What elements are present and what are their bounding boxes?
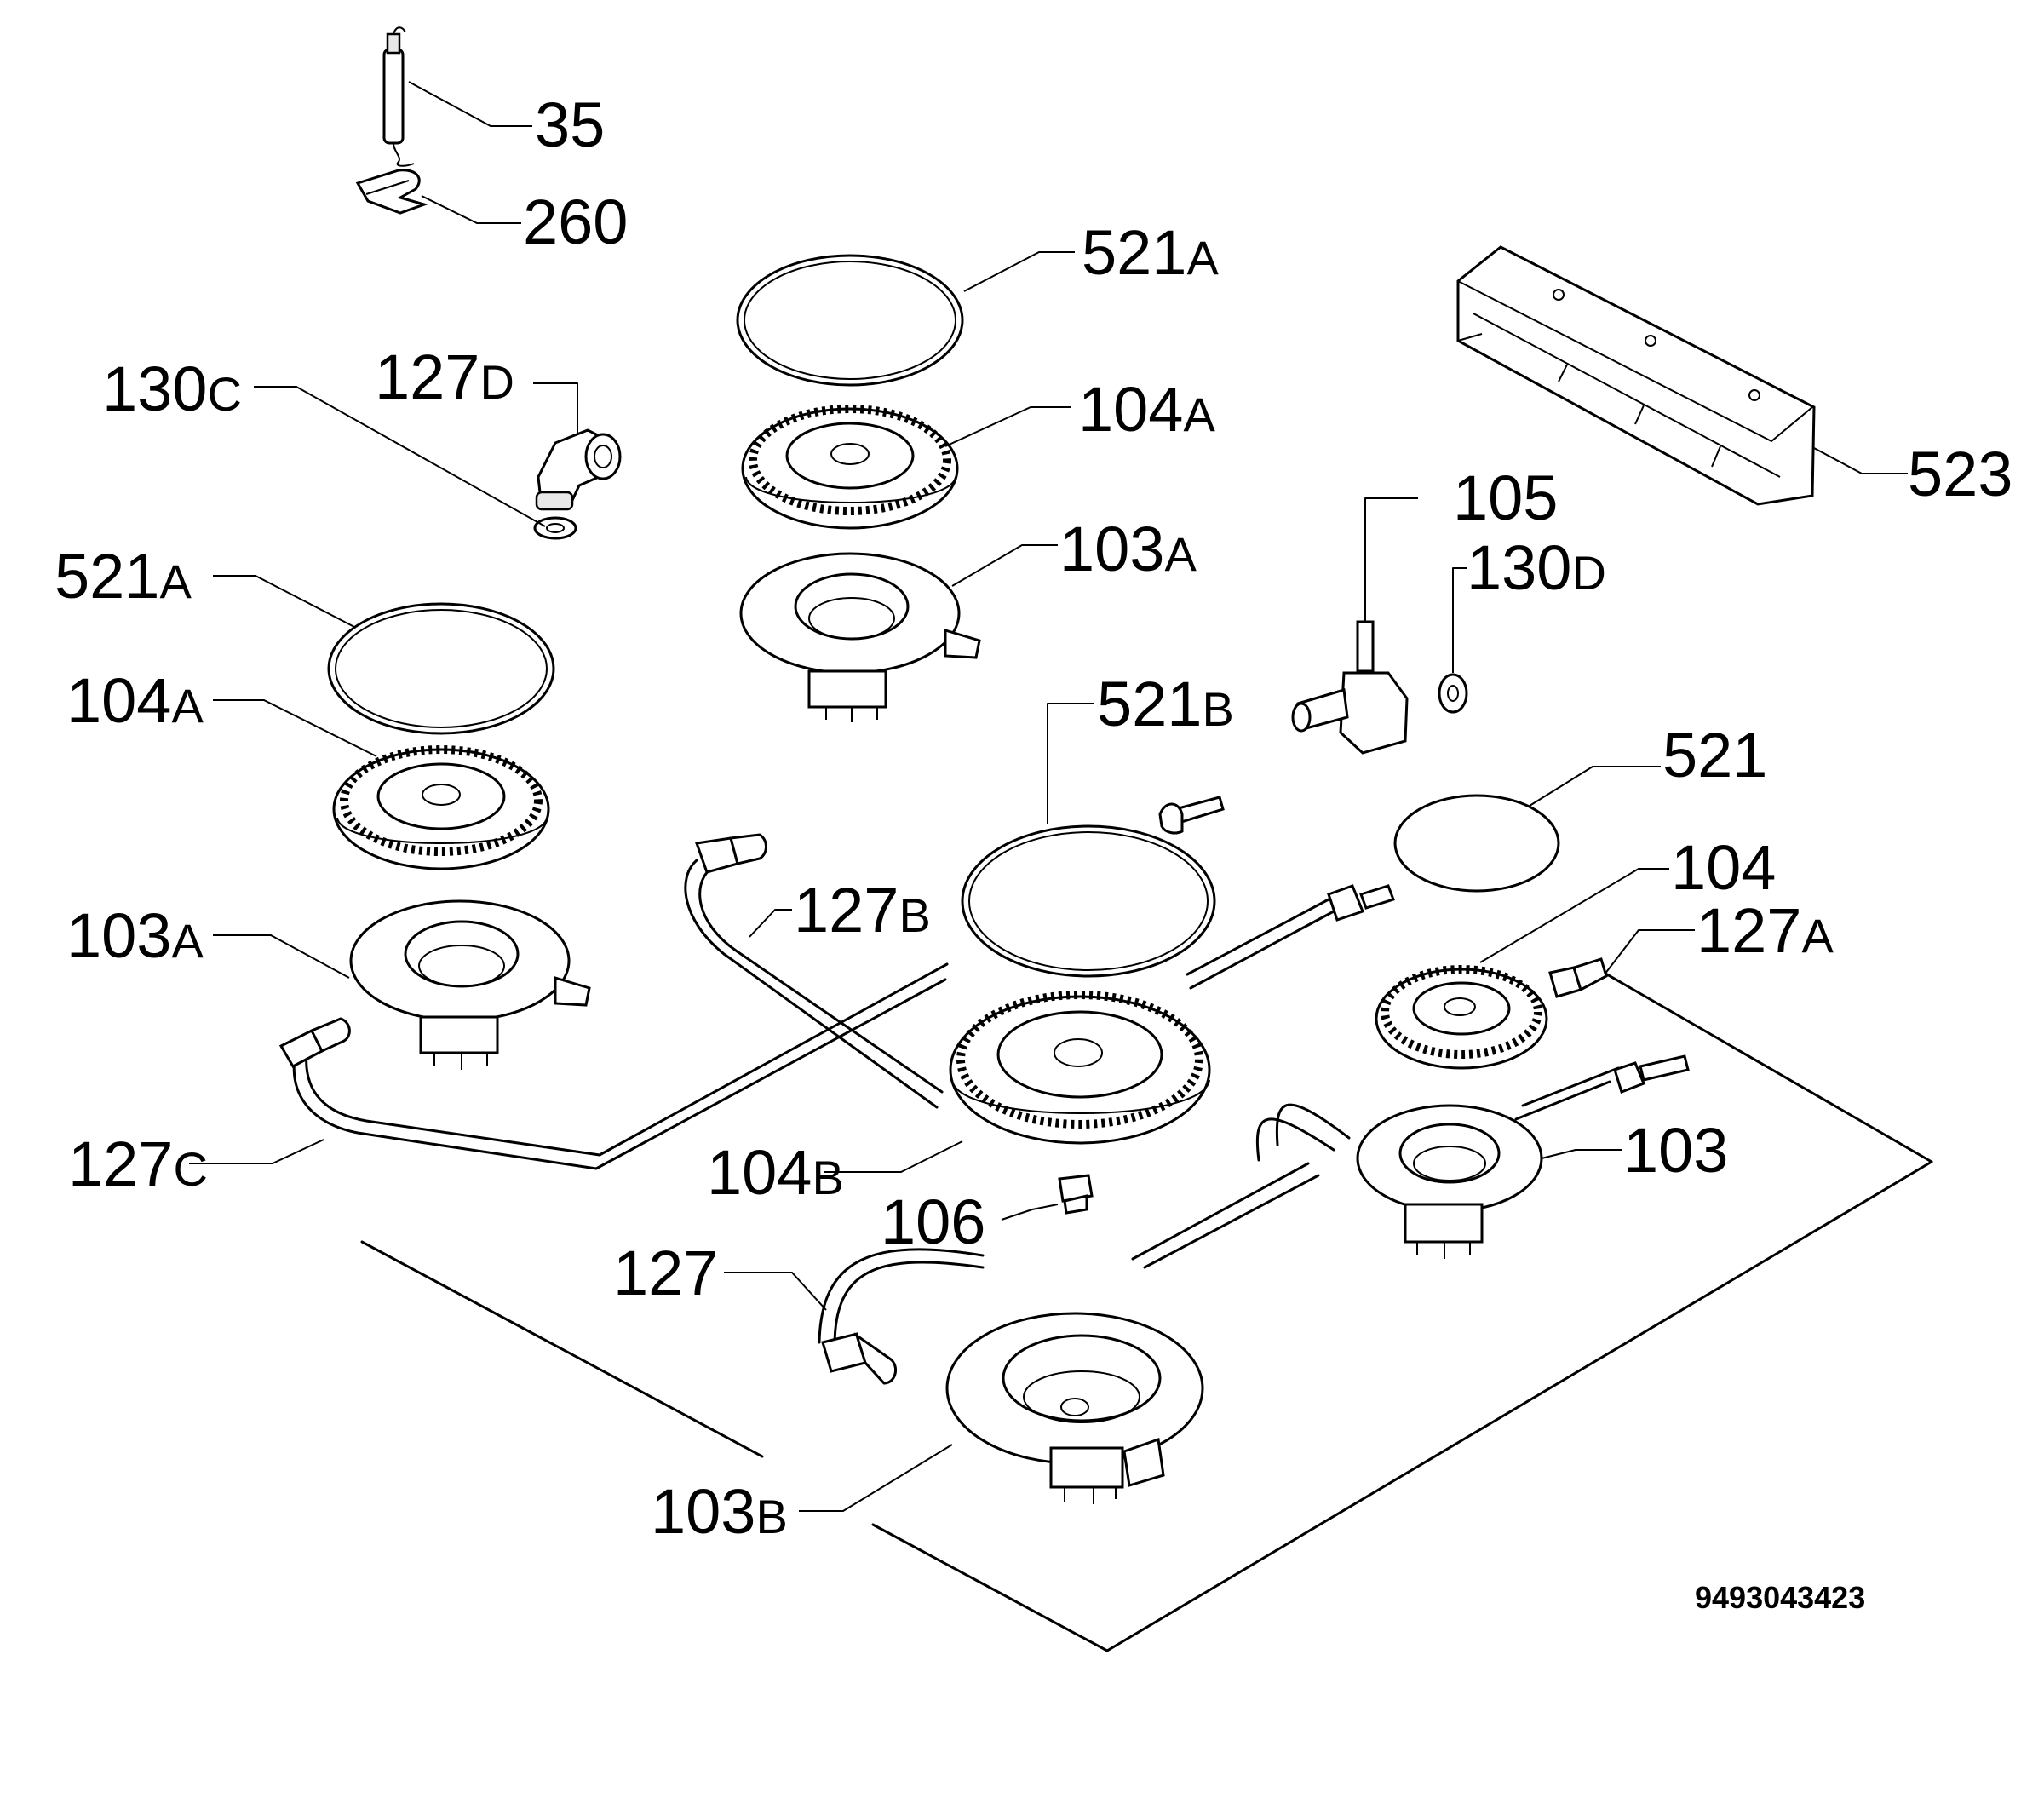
part-127b-pipe	[684, 833, 944, 1109]
label-130c: 130C	[102, 353, 242, 424]
part-521-cap	[1393, 794, 1560, 893]
label-104a-left: 104A	[66, 665, 204, 736]
part-103-base	[1255, 1103, 1543, 1259]
part-supply-pipe-right	[1186, 884, 1395, 990]
part-130c-washer	[533, 516, 577, 540]
part-screw	[1158, 796, 1225, 835]
part-105-valve	[1291, 620, 1409, 755]
label-35: 35	[535, 89, 605, 160]
part-103a-base-left	[349, 899, 591, 1070]
label-521: 521	[1662, 720, 1767, 790]
label-127b: 127B	[794, 875, 931, 945]
label-127c: 127C	[68, 1129, 208, 1199]
label-105: 105	[1453, 462, 1558, 533]
part-104b-crown	[949, 991, 1211, 1145]
part-127-pipe	[818, 1162, 1320, 1385]
part-127a-union	[1514, 957, 1690, 1121]
label-104b: 104B	[707, 1137, 844, 1208]
diagram-code: 9493043423	[1695, 1580, 1865, 1615]
part-104a-crown-left	[332, 745, 550, 870]
part-103b-base	[945, 1312, 1204, 1504]
part-260-clip	[355, 169, 428, 215]
part-106-injector	[1058, 1174, 1094, 1215]
label-103b: 103B	[651, 1476, 788, 1547]
part-523-bracket	[1456, 245, 1816, 506]
label-104a-top: 104A	[1078, 374, 1215, 445]
label-260: 260	[523, 187, 628, 257]
label-521a-top: 521A	[1082, 217, 1219, 288]
label-106: 106	[881, 1186, 985, 1257]
label-127: 127	[613, 1238, 718, 1308]
part-521a-cap-top	[736, 254, 964, 387]
label-103a-top: 103A	[1059, 514, 1197, 584]
label-130d: 130D	[1467, 532, 1606, 603]
part-103a-base-top	[739, 552, 981, 722]
part-labels: 35 260 521A 127D 130C 104A 523 105 103A …	[55, 89, 2012, 1615]
part-521a-cap-left	[327, 602, 555, 735]
label-127d: 127D	[375, 342, 514, 412]
label-127a: 127A	[1697, 895, 1834, 966]
label-104: 104	[1671, 832, 1776, 903]
part-127d-elbow	[535, 428, 622, 511]
leader-lines	[189, 81, 1908, 1512]
label-103: 103	[1623, 1115, 1728, 1186]
label-103a-left: 103A	[66, 900, 204, 971]
part-130d-washer	[1438, 673, 1468, 714]
label-521b: 521B	[1097, 669, 1234, 739]
label-521a-left: 521A	[55, 541, 192, 612]
label-523: 523	[1908, 439, 2012, 509]
part-35-electrode	[382, 26, 415, 167]
part-104-crown	[1375, 965, 1548, 1070]
hob-outline	[360, 969, 1933, 1652]
part-521b-cap	[961, 824, 1216, 978]
part-127c-pipe	[278, 962, 949, 1170]
part-104a-crown-top	[741, 405, 959, 530]
